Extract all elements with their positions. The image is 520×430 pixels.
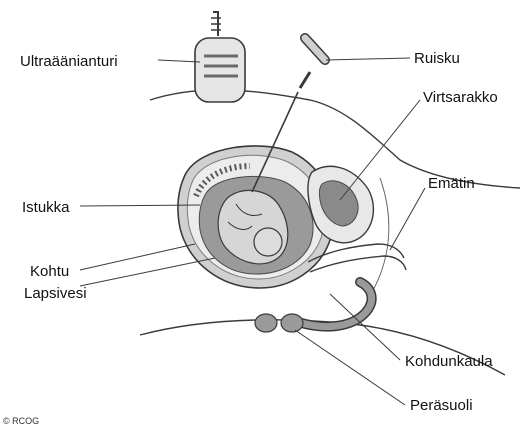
label-syringe: Ruisku (414, 50, 460, 67)
ultrasound-probe (195, 12, 245, 102)
label-vagina: Emätin (428, 175, 475, 192)
label-rectum: Peräsuoli (410, 397, 473, 414)
label-bladder: Virtsarakko (423, 89, 498, 106)
copyright-notice: © RCOG (3, 416, 39, 426)
label-ultrasound-probe: Ultraäänianturi (20, 53, 118, 70)
rectum (255, 282, 372, 332)
label-placenta: Istukka (22, 199, 70, 216)
label-amniotic-fluid: Lapsivesi (24, 285, 87, 302)
label-cervix: Kohdunkaula (405, 353, 493, 370)
label-uterus: Kohtu (30, 263, 69, 280)
